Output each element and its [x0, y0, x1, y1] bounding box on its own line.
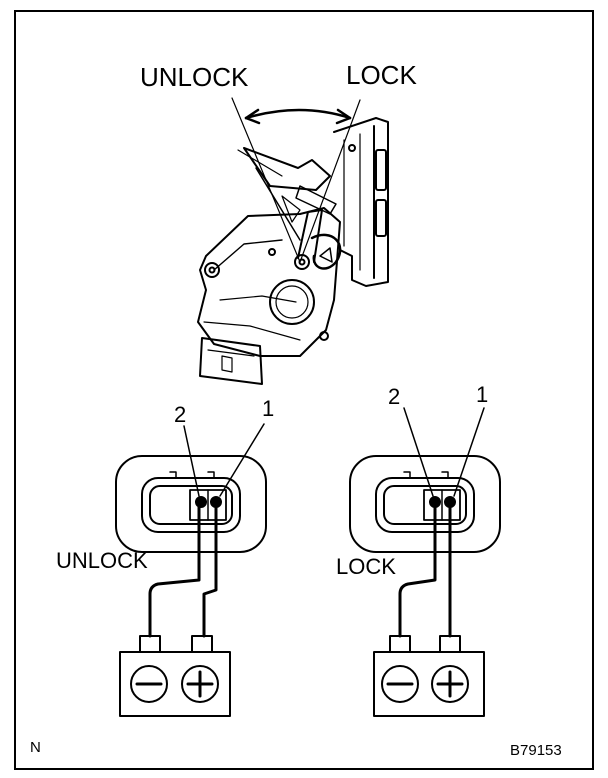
right-connector-icon [349, 455, 501, 553]
right-state-label: LOCK [336, 554, 396, 579]
left-connector-icon [115, 455, 267, 553]
right-pin-1-label: 1 [476, 382, 489, 407]
minus-terminal-icon [130, 665, 168, 703]
figure-frame [14, 10, 594, 770]
left-pin-2-label: 2 [174, 402, 187, 427]
plus-terminal-icon [431, 665, 469, 703]
door-lock-actuator-icon [197, 97, 389, 385]
plus-terminal-icon [181, 665, 219, 703]
minus-terminal-icon [381, 665, 419, 703]
left-pin-1-label: 1 [262, 396, 275, 421]
top-unlock-label: UNLOCK [140, 62, 249, 92]
left-battery-icon [119, 635, 231, 717]
figure-code: B79153 [510, 742, 562, 759]
right-pin-2-label: 2 [388, 384, 401, 409]
right-battery-icon [373, 635, 485, 717]
left-state-label: UNLOCK [56, 548, 148, 573]
top-lock-label: LOCK [346, 60, 417, 90]
corner-mark: N [30, 739, 41, 756]
